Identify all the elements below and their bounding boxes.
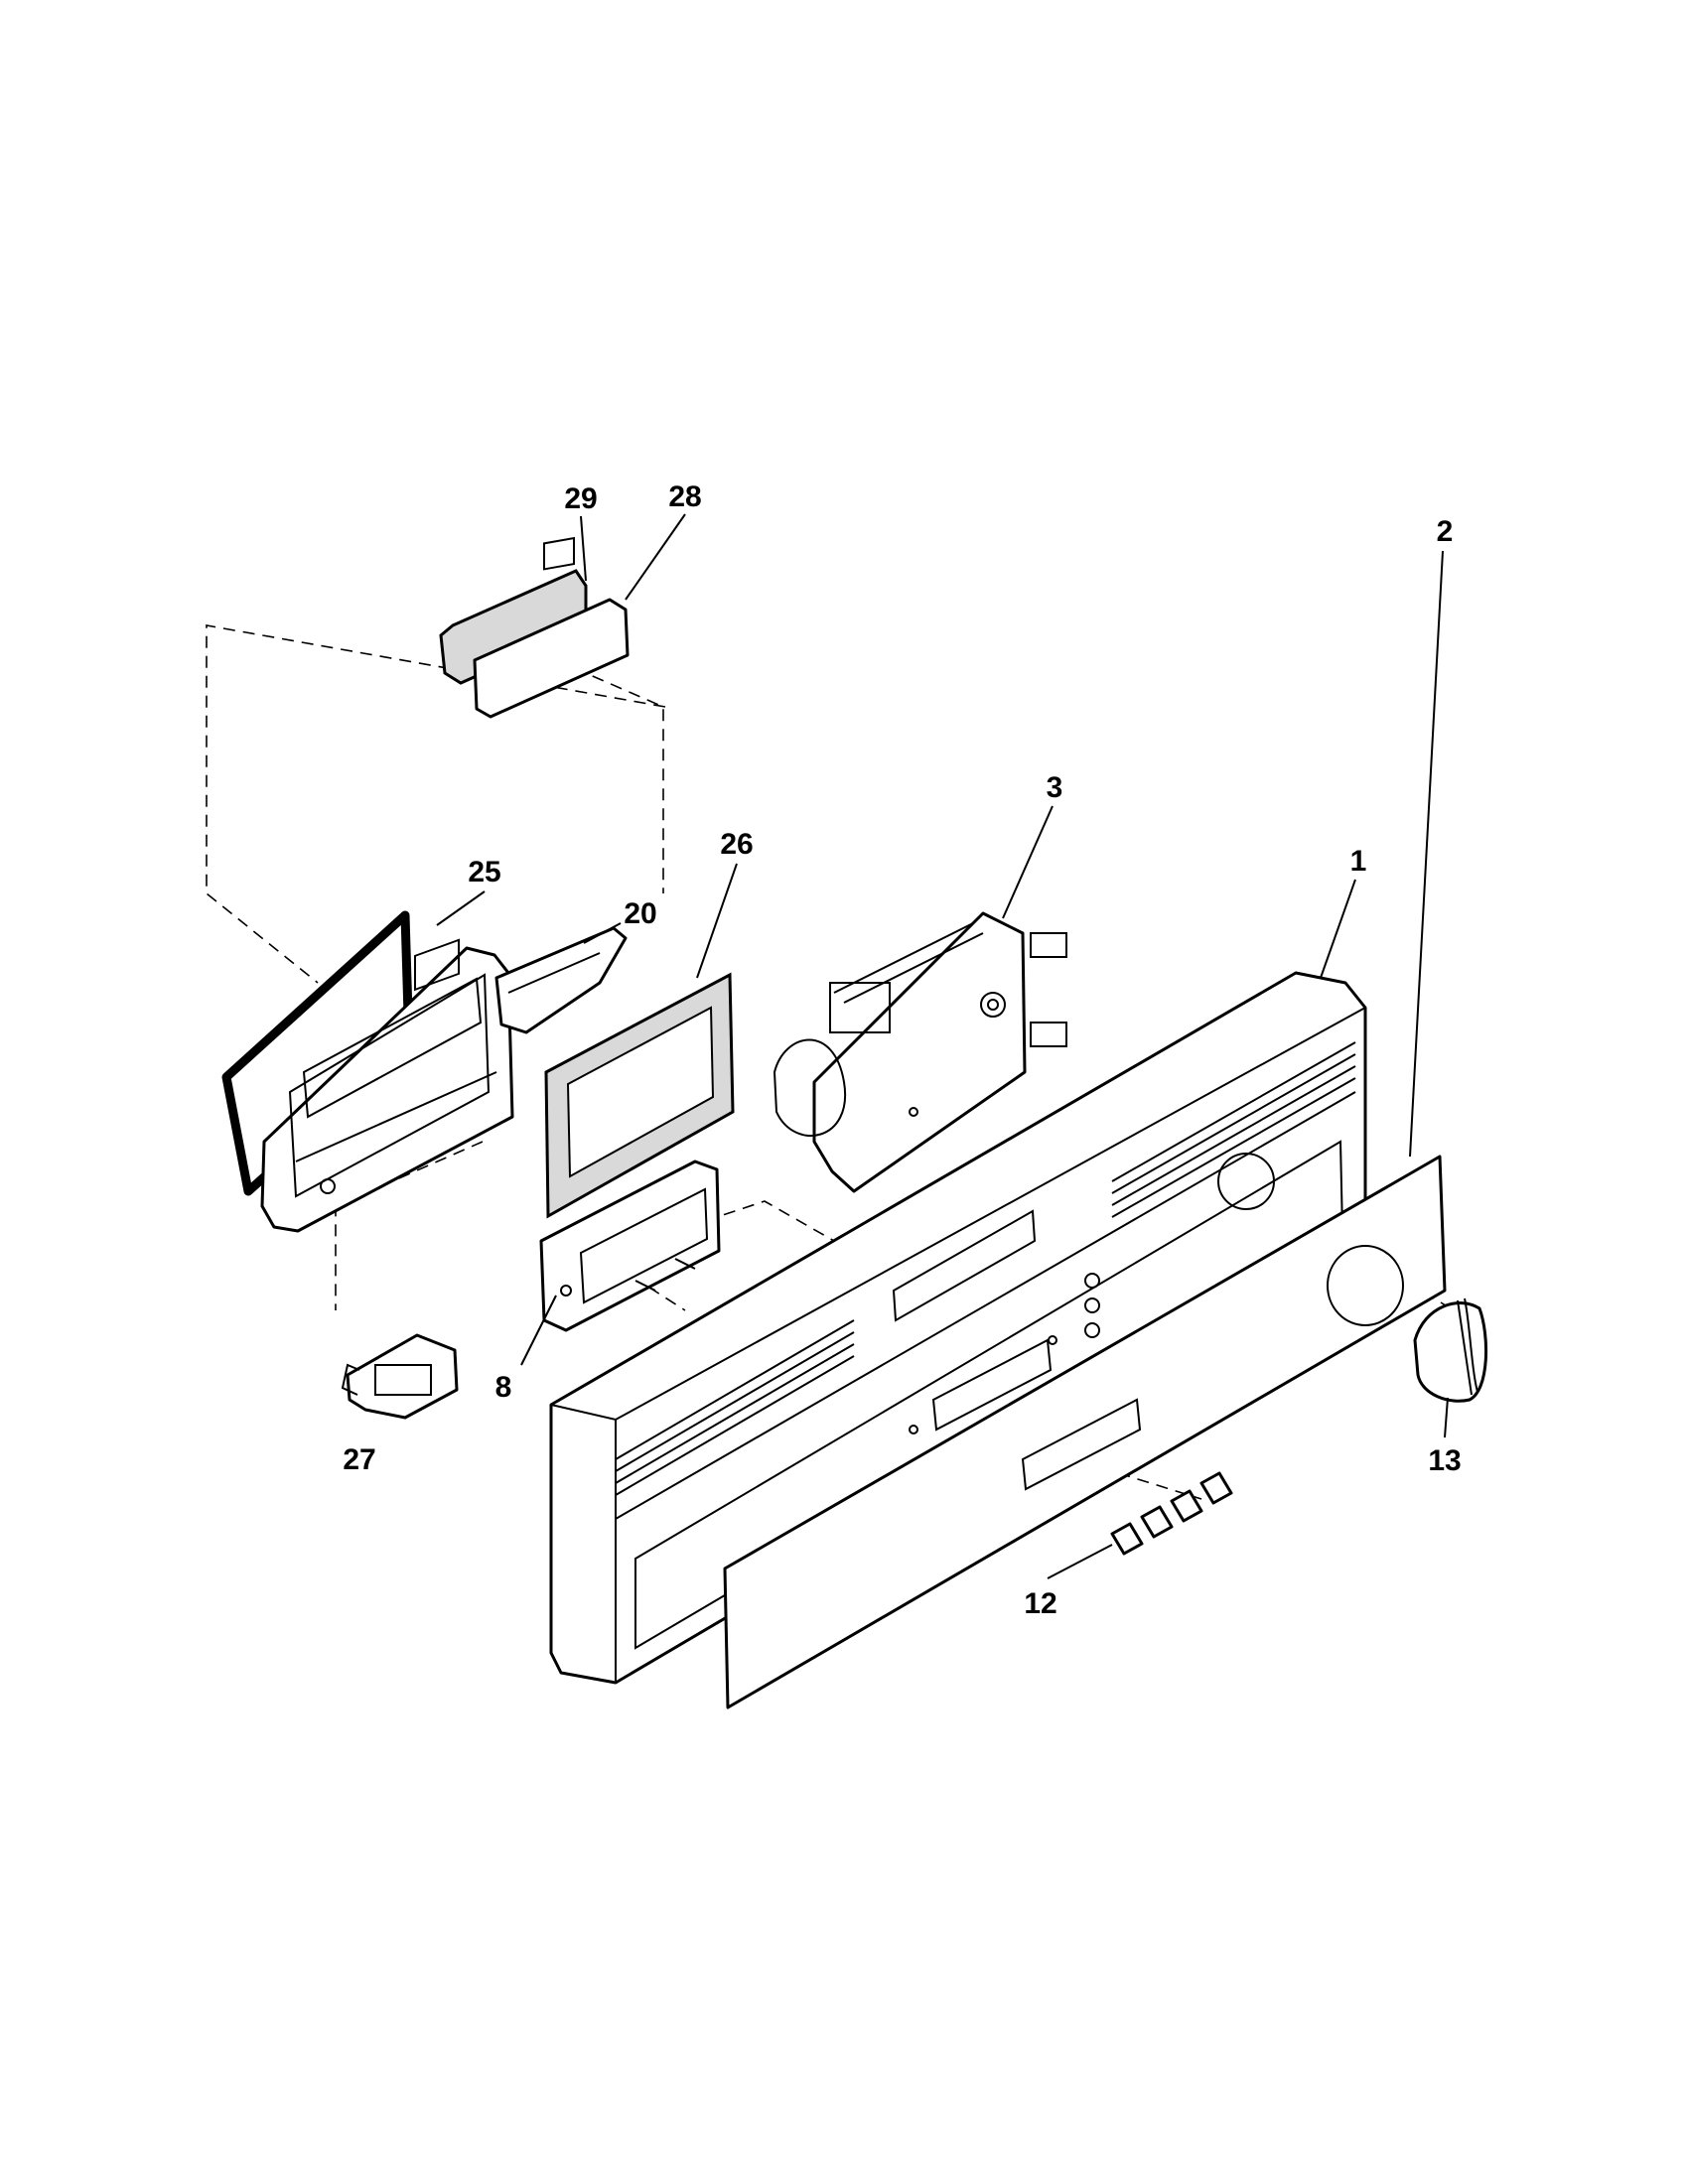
callout-12: 12: [1024, 1587, 1056, 1620]
callout-labels: 29 28 3 26 1 25 20 2 8 27 13 12: [343, 480, 1461, 1620]
callout-29: 29: [564, 482, 597, 515]
callout-25: 25: [468, 856, 500, 888]
callout-28: 28: [668, 480, 701, 513]
leader-lines: [436, 513, 1449, 1579]
callout-20: 20: [624, 897, 656, 930]
callout-3: 3: [1047, 771, 1063, 804]
callout-13: 13: [1428, 1444, 1461, 1477]
part-12-buttons: [1110, 1471, 1233, 1556]
dispenser-housing: [260, 938, 514, 1233]
part-3-timer: [773, 911, 1067, 1193]
callout-1: 1: [1350, 845, 1367, 878]
callout-8: 8: [495, 1371, 512, 1404]
part-28-cover-plate: [473, 536, 630, 719]
callout-2: 2: [1437, 515, 1454, 548]
part-27-connector: [341, 1333, 459, 1420]
callout-27: 27: [343, 1443, 375, 1476]
part-26-textured-gasket: [544, 972, 735, 1219]
part-1-control-panel: [549, 971, 1367, 1685]
part-13-knob: [1413, 1297, 1487, 1403]
part-2-overlay-panel: [723, 1155, 1447, 1709]
part-20-dispenser-lid: [494, 926, 628, 1034]
callout-26: 26: [720, 828, 753, 861]
